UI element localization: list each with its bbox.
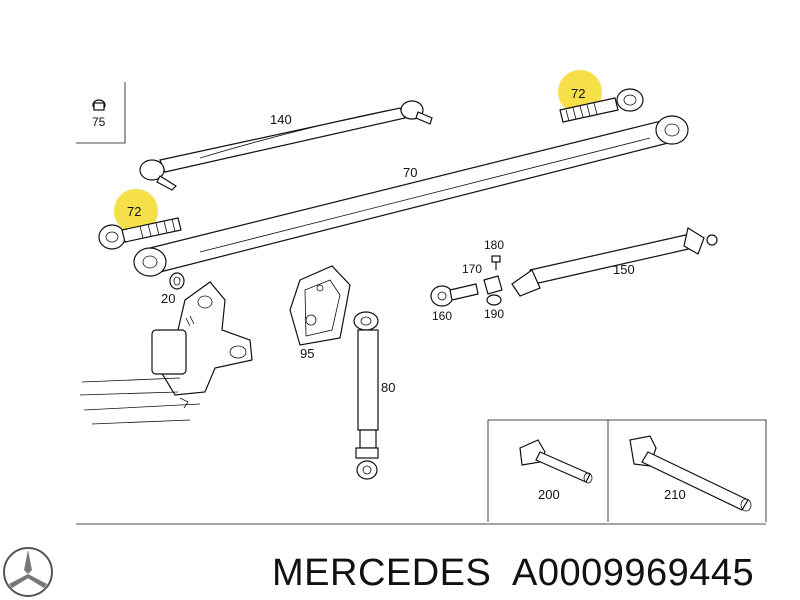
label-75: 75 bbox=[92, 115, 106, 129]
axle-bracket bbox=[79, 281, 253, 425]
mount-plate-95: 95 bbox=[289, 265, 351, 361]
tie-rod-70: 70 bbox=[133, 115, 689, 277]
label-160: 160 bbox=[432, 309, 452, 323]
part-180: 180 bbox=[484, 238, 504, 270]
part-170: 170 bbox=[462, 262, 503, 295]
label-190: 190 bbox=[484, 307, 504, 321]
brand-name: MERCEDES bbox=[272, 552, 491, 594]
label-200: 200 bbox=[538, 487, 560, 502]
part-190: 190 bbox=[484, 294, 504, 321]
part-number: A0009969445 bbox=[512, 552, 754, 594]
mercedes-star-logo bbox=[3, 547, 53, 597]
label-72-lower: 72 bbox=[127, 204, 141, 219]
label-20: 20 bbox=[161, 291, 175, 306]
label-80: 80 bbox=[381, 380, 395, 395]
label-95: 95 bbox=[300, 346, 314, 361]
part-200: 200 bbox=[519, 439, 593, 502]
tie-rod-140: 140 bbox=[139, 100, 433, 191]
part-210: 210 bbox=[629, 435, 752, 512]
highlight-marker bbox=[114, 189, 158, 233]
inset-box-75: 75 bbox=[76, 82, 126, 144]
steering-rod-150: 150 bbox=[511, 227, 718, 297]
label-210: 210 bbox=[664, 487, 686, 502]
part-72-lower: 72 bbox=[98, 189, 182, 250]
label-170: 170 bbox=[462, 262, 482, 276]
label-150: 150 bbox=[613, 262, 635, 277]
label-180: 180 bbox=[484, 238, 504, 252]
label-72-upper: 72 bbox=[571, 86, 585, 101]
part-20: 20 bbox=[161, 272, 185, 306]
shock-absorber-80: 80 bbox=[353, 311, 395, 480]
label-140: 140 bbox=[270, 112, 292, 127]
part-160: 160 bbox=[430, 283, 479, 323]
part-72-upper: 72 bbox=[558, 70, 644, 123]
label-70: 70 bbox=[403, 165, 417, 180]
inset-box-alternatives: 200 210 bbox=[487, 419, 767, 522]
